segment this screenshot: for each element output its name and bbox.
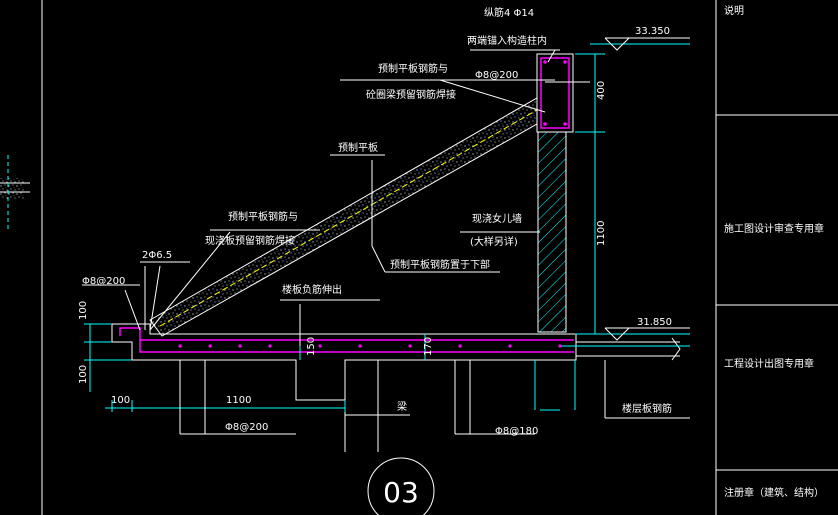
label-floor-rebar: 楼层板钢筋 <box>622 402 672 415</box>
label-bar-left: Φ8@200 <box>82 276 125 287</box>
dim-400: 400 <box>596 81 607 100</box>
label-negative-bar: 楼板负筋伸出 <box>282 283 342 296</box>
title-cell-notes: 说明 <box>724 4 744 17</box>
dim-100-b: 100 <box>78 365 89 384</box>
title-cell-review-stamp: 施工图设计审查专用章 <box>724 222 824 235</box>
dim-170: 170 <box>423 337 434 356</box>
label-stirrup: Φ8@200 <box>475 70 518 81</box>
title-block: 说明 施工图设计审查专用章 工程设计出图专用章 注册章（建筑、结构） <box>715 0 838 515</box>
dim-1100-horizontal: 1100 <box>226 395 251 406</box>
label-beam: 梁 <box>397 400 407 413</box>
label-weld-note-2b: 现浇板预留钢筋焊接 <box>205 234 295 247</box>
label-weld-note-1b: 砼圈梁预留钢筋焊接 <box>366 88 456 101</box>
title-cell-registration-stamp: 注册章（建筑、结构） <box>724 486 824 499</box>
dimension-lines <box>84 43 690 412</box>
label-precast-slab: 预制平板 <box>338 141 378 154</box>
label-bottom-elevation: 31.850 <box>637 317 672 328</box>
floor-slab <box>111 323 690 452</box>
label-anchor-note: 两端锚入构造柱内 <box>467 34 547 47</box>
label-parapet-b: (大样另详) <box>470 235 518 248</box>
label-weld-note-2a: 预制平板钢筋与 <box>228 210 298 223</box>
annotations: 纵筋4 Φ14 两端锚入构造柱内 33.350 预制平板钢筋与 砼圈梁预留钢筋焊… <box>82 6 672 437</box>
top-ring-beam <box>536 53 574 133</box>
label-bar-2: 2Φ6.5 <box>142 250 172 261</box>
level-markers <box>604 37 690 341</box>
dimension-texts: 400 1100 100 100 100 1100 150 170 <box>78 81 607 406</box>
left-fragment <box>0 155 30 230</box>
parapet-wall <box>537 131 567 333</box>
leader-lines <box>82 49 690 435</box>
label-weld-note-1a: 预制平板钢筋与 <box>378 62 448 75</box>
label-parapet-a: 现浇女儿墙 <box>472 212 522 225</box>
dim-150: 150 <box>306 337 317 356</box>
label-bar-mid: Φ8@200 <box>225 422 268 433</box>
detail-number: 03 <box>383 476 419 509</box>
detail-marker: 03 <box>367 457 435 515</box>
dim-100-a: 100 <box>78 301 89 320</box>
dim-100-c: 100 <box>111 395 130 406</box>
title-cell-design-stamp: 工程设计出图专用章 <box>724 357 814 370</box>
label-bar-right: Φ8@180 <box>495 426 538 437</box>
label-longitudinal-bar: 纵筋4 Φ14 <box>484 6 534 19</box>
label-bar-bottom-note: 预制平板钢筋置于下部 <box>390 258 490 271</box>
dim-1100-vertical: 1100 <box>596 221 607 246</box>
label-top-elevation: 33.350 <box>635 26 670 37</box>
